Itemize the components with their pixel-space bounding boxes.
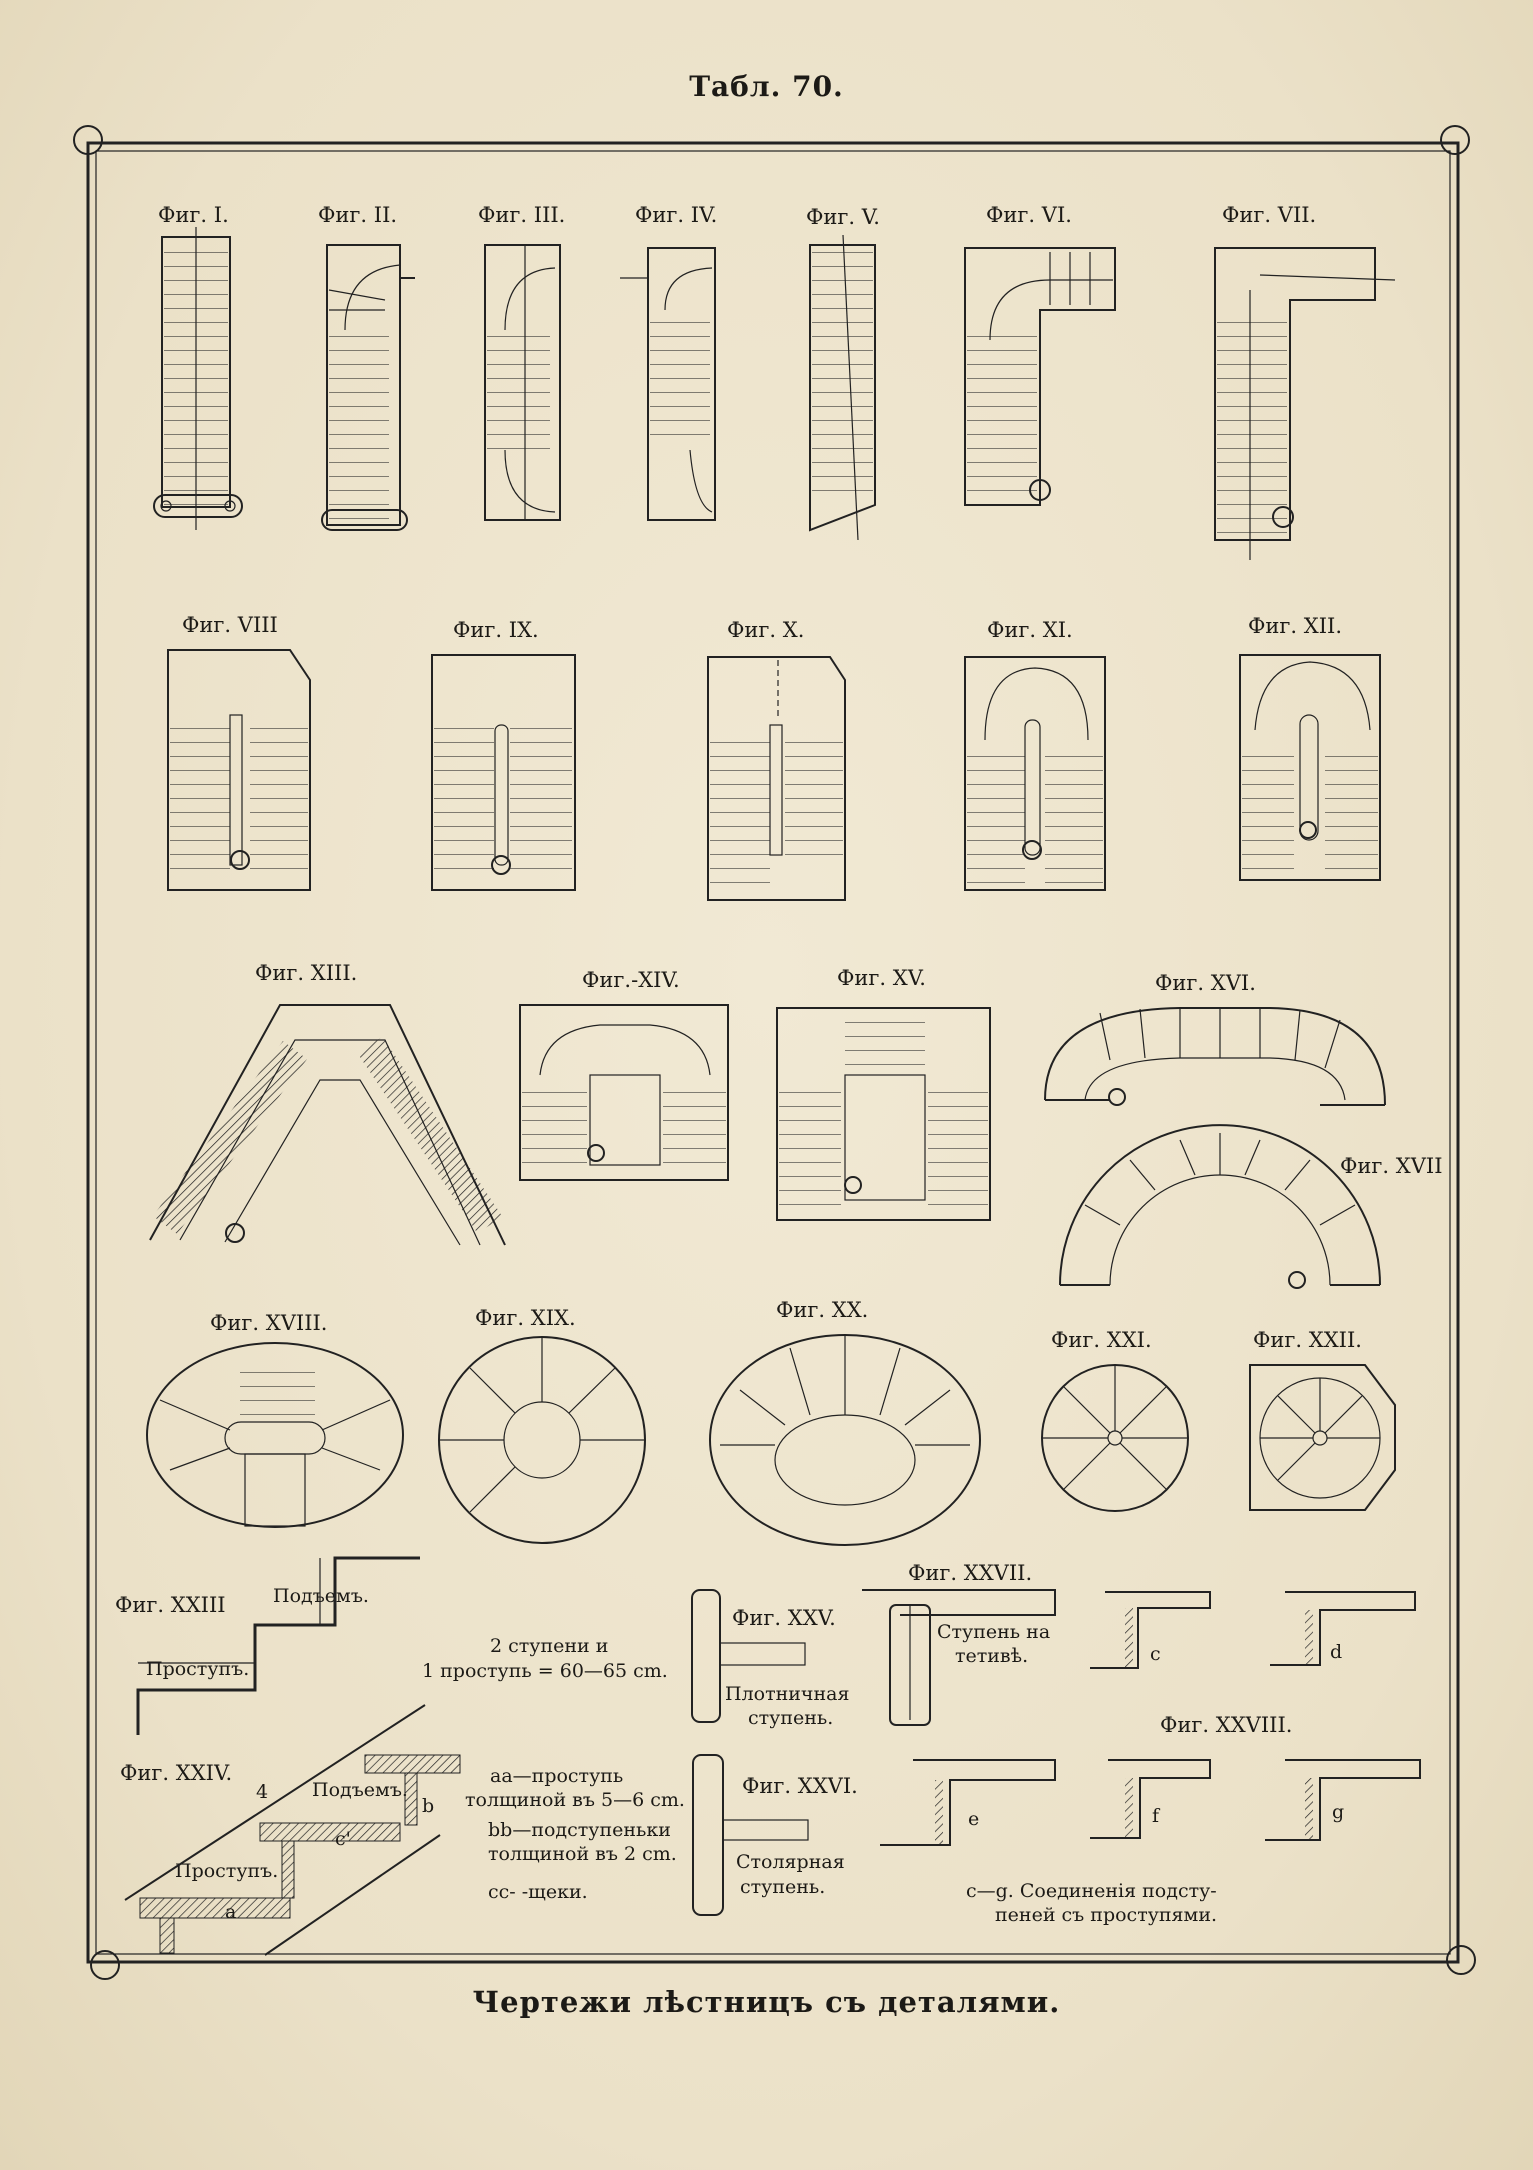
fig-24-letter-b: b <box>422 1795 434 1817</box>
fig-3-winding-stair <box>484 244 561 521</box>
fig-25-carpenter-step <box>691 1589 806 1723</box>
joint-g-letter: g <box>1332 1801 1344 1823</box>
joint-e-letter: e <box>968 1808 979 1830</box>
carpenter-step-line1: Плотничная <box>725 1683 849 1705</box>
joiner-step-line1: Столярная <box>736 1851 845 1873</box>
steps-rule-line1: 2 ступени и <box>490 1635 608 1657</box>
fig-5-label: Фиг. V. <box>806 205 880 229</box>
fig-26-joiner-step <box>692 1754 809 1916</box>
fig-5-tapered-stair <box>809 234 876 541</box>
fig-23-rise-label: Подъемъ. <box>273 1585 369 1607</box>
joiner-step-line2: ступень. <box>740 1876 825 1898</box>
fig-27-string-step <box>862 1589 1056 1726</box>
fig-23-step-profile <box>136 1556 420 1735</box>
fig-24-step-section <box>124 1704 461 1956</box>
fig-2-label: Фиг. II. <box>318 203 397 227</box>
fig-19-label: Фиг. XIX. <box>475 1306 576 1330</box>
aa-note-line1: aa—проступь <box>490 1765 623 1787</box>
joint-c-letter: c <box>1150 1643 1161 1665</box>
fig-4-label: Фиг. IV. <box>635 203 717 227</box>
fig-12-half-turn-stair <box>1239 654 1381 881</box>
bb-note-line1: bb—подступеньки <box>488 1819 671 1841</box>
fig-28-joint-details: c d e f g <box>880 1591 1421 1846</box>
plate-number: Табл. 70. <box>689 70 844 103</box>
fig-9-label: Фиг. IX. <box>453 618 539 642</box>
fig-23-label: Фиг. XXIII <box>115 1593 226 1617</box>
joints-note-line2: пеней съ проступями. <box>995 1904 1217 1926</box>
fig-9-dogleg-stair <box>431 654 576 891</box>
fig-21-label: Фиг. XXI. <box>1051 1328 1152 1352</box>
fig-21-spiral-stair <box>1041 1364 1189 1512</box>
joint-f-letter: f <box>1152 1805 1161 1827</box>
plate-border <box>73 125 1476 1980</box>
fig-10-label: Фиг. X. <box>727 618 804 642</box>
bb-note-line2: толщиной въ 2 cm. <box>488 1843 677 1865</box>
fig-1-label: Фиг. I. <box>158 203 229 227</box>
fig-17-label: Фиг. XVII <box>1340 1154 1443 1178</box>
fig-7-label: Фиг. VII. <box>1222 203 1316 227</box>
fig-22-spiral-stair-in-square <box>1249 1364 1396 1511</box>
string-step-line2: тетивѣ. <box>955 1645 1028 1667</box>
fig-18-elliptical-stair <box>146 1342 404 1528</box>
fig-25-label: Фиг. XXV. <box>732 1606 836 1630</box>
fig-20-elliptical-stair <box>709 1334 981 1546</box>
fig-6-label: Фиг. VI. <box>986 203 1072 227</box>
fig-12-label: Фиг. XII. <box>1248 614 1342 638</box>
fig-16-curved-stair <box>1044 1007 1386 1106</box>
fig-27-label: Фиг. XXVII. <box>908 1561 1032 1585</box>
fig-1-straight-stair <box>153 227 243 530</box>
fig-13-label: Фиг. XIII. <box>255 961 357 985</box>
joint-d-letter: d <box>1330 1641 1342 1663</box>
fig-14-three-flight-stair <box>519 1004 729 1181</box>
aa-note-line2: толщиной въ 5—6 cm. <box>465 1789 685 1811</box>
fig-7-l-shaped-stair <box>1214 247 1396 560</box>
fig-8-label: Фиг. VIII <box>182 613 278 637</box>
steps-rule-line2: 1 проступь = 60—65 cm. <box>422 1660 668 1682</box>
fig-19-circular-stair <box>438 1336 646 1544</box>
fig-14-label: Фиг.-XIV. <box>582 968 680 992</box>
fig-24-letter-4: 4 <box>256 1781 268 1803</box>
fig-4-winding-stair <box>620 247 716 521</box>
fig-22-label: Фиг. XXII. <box>1253 1328 1362 1352</box>
fig-18-label: Фиг. XVIII. <box>210 1311 327 1335</box>
fig-2-quarter-turn-stair <box>321 244 415 531</box>
plate-caption: Чертежи лѣстницъ съ деталями. <box>472 1985 1061 2019</box>
fig-13-splayed-stair <box>149 1004 506 1246</box>
fig-8-dogleg-stair <box>167 649 311 891</box>
string-step-line1: Ступень на <box>937 1621 1050 1643</box>
fig-24-letter-c: c' <box>335 1828 351 1850</box>
fig-24-label: Фиг. XXIV. <box>120 1761 232 1785</box>
fig-23-tread-label: Проступъ. <box>146 1658 249 1680</box>
fig-26-label: Фиг. XXVI. <box>742 1774 858 1798</box>
fig-15-three-flight-stair <box>776 1007 991 1221</box>
joints-note-line1: c—g. Соединенія подсту- <box>966 1880 1217 1902</box>
fig-6-l-shaped-stair <box>964 247 1116 506</box>
fig-20-label: Фиг. XX. <box>776 1298 868 1322</box>
fig-24-tread-label: Проступъ. <box>175 1860 278 1882</box>
fig-10-dogleg-stair <box>707 656 846 901</box>
fig-15-label: Фиг. XV. <box>837 966 926 990</box>
cc-note: cc- -щеки. <box>488 1881 588 1903</box>
carpenter-step-line2: ступень. <box>748 1707 833 1729</box>
fig-17-semicircular-stair <box>1059 1124 1381 1289</box>
fig-16-label: Фиг. XVI. <box>1155 971 1256 995</box>
fig-3-label: Фиг. III. <box>478 203 565 227</box>
fig-11-half-turn-stair <box>964 656 1106 891</box>
fig-28-label: Фиг. XXVIII. <box>1160 1713 1292 1737</box>
fig-24-letter-a: a <box>225 1901 236 1923</box>
fig-11-label: Фиг. XI. <box>987 618 1073 642</box>
fig-24-rise-label: Подъемъ. <box>312 1779 408 1801</box>
